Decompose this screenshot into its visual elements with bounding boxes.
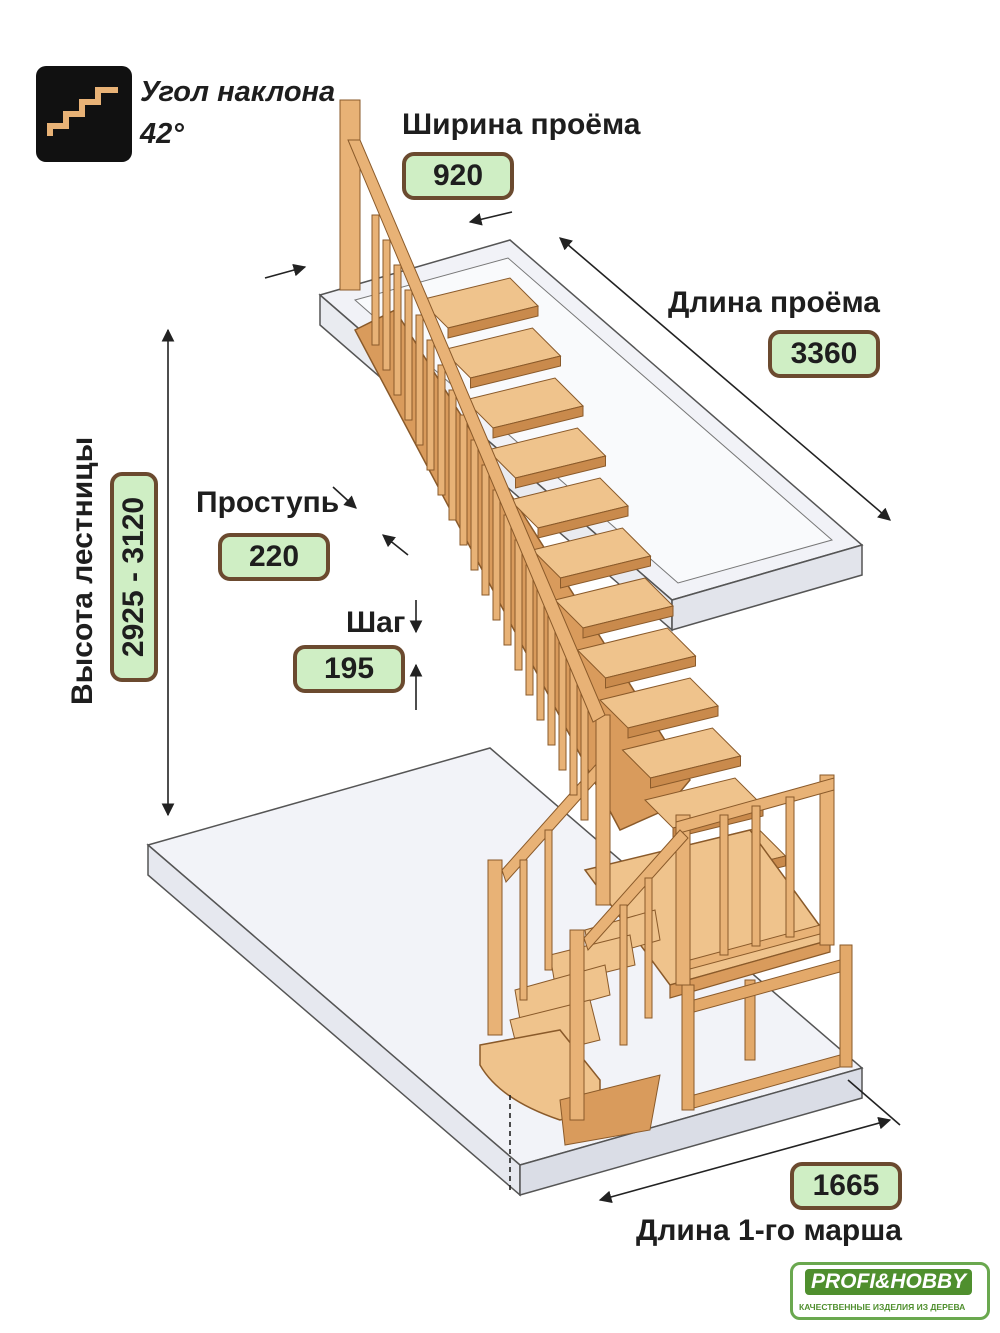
opening-length-label: Длина проёма: [668, 286, 880, 319]
baluster: [393, 264, 402, 396]
baluster: [525, 564, 534, 696]
tread-edge: [605, 655, 696, 689]
baluster: [558, 639, 567, 771]
opening-length-value: 3360: [768, 330, 880, 378]
opening-width-label: Ширина проёма: [402, 108, 641, 141]
baluster: [470, 439, 479, 571]
baluster: [382, 239, 391, 371]
baluster: [459, 414, 468, 546]
tread-edge: [582, 605, 674, 639]
upper-railing: [339, 99, 606, 821]
tread-edge: [447, 305, 539, 339]
tread-edge: [560, 555, 651, 589]
height-value: 2925 - 3120: [110, 472, 158, 682]
baluster: [426, 339, 435, 471]
first-flight-value: 1665: [790, 1162, 902, 1210]
baluster: [437, 364, 446, 496]
baluster: [404, 289, 413, 421]
tread-edge: [650, 755, 741, 789]
opening-width-value: 920: [402, 152, 514, 200]
baluster: [371, 214, 380, 346]
baluster: [569, 664, 578, 796]
step-label: Шаг: [346, 606, 406, 639]
brand-tagline: КАЧЕСТВЕННЫЕ ИЗДЕЛИЯ ИЗ ДЕРЕВА: [799, 1302, 966, 1312]
baluster: [536, 589, 545, 721]
baluster: [415, 314, 424, 446]
stairs-angle-icon: [36, 66, 132, 162]
baluster: [481, 464, 490, 596]
tread-edge: [627, 705, 719, 739]
baluster: [503, 514, 512, 646]
baluster: [580, 689, 589, 821]
baluster: [448, 389, 457, 521]
first-flight-label: Длина 1-го марша: [636, 1214, 902, 1247]
dimension-lines: [161, 211, 901, 1204]
step-value: 195: [293, 645, 405, 693]
landing-railing: [675, 774, 835, 986]
brand-name: PROFI&HOBBY: [805, 1269, 973, 1295]
angle-label: Угол наклона: [140, 76, 336, 108]
baluster: [514, 539, 523, 671]
angle-value: 42°: [140, 118, 184, 150]
baluster: [547, 614, 556, 746]
height-label: Высота лестницы: [66, 436, 99, 705]
tread-label: Проступь: [196, 486, 340, 519]
tread-value: 220: [218, 533, 330, 581]
baluster: [492, 489, 501, 621]
brand-logo: PROFI&HOBBY КАЧЕСТВЕННЫЕ ИЗДЕЛИЯ ИЗ ДЕРЕ…: [790, 1262, 990, 1320]
